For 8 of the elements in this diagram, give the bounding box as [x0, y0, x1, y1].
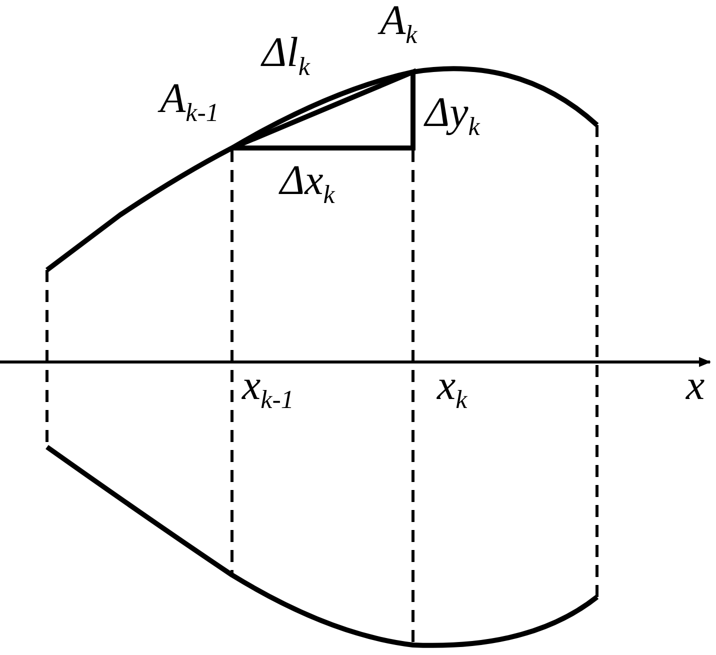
tick-label: x$_{k}$ [437, 365, 468, 414]
point-label: A$_{k}$ [380, 0, 418, 48]
arc-length-label: Δl$_{k}$ [262, 32, 310, 80]
increment-label: Δx$_{k}$ [280, 160, 335, 208]
point-label: A$_{k-1}$ [160, 78, 219, 126]
increment-label: Δy$_{k}$ [425, 92, 480, 140]
axis-label: x [686, 365, 705, 407]
tick-label: x$_{k-1}$ [242, 365, 294, 414]
